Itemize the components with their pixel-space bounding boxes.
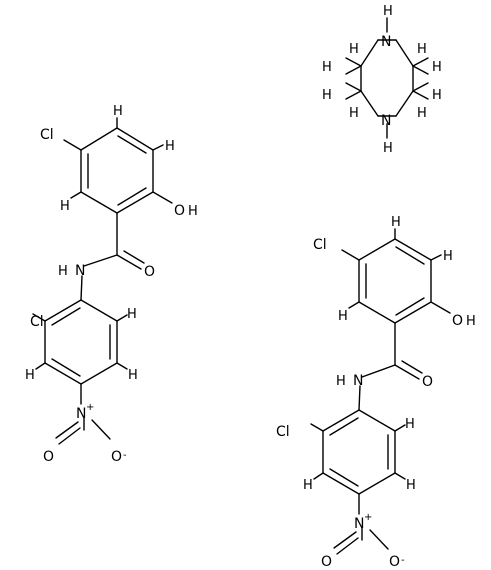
- chlorine-label: Cl: [276, 424, 290, 440]
- hydrogen-label: H: [303, 478, 313, 493]
- hydrogen-label: H: [383, 141, 393, 156]
- chlorine-label: Cl: [40, 127, 54, 143]
- hydrogen-label: H: [349, 106, 359, 121]
- hydrogen-label: H: [417, 106, 427, 121]
- positive-charge-label: +: [364, 512, 372, 523]
- salicyl-ring-2: [358, 238, 432, 324]
- nitroaniline-ring-1: [44, 299, 118, 385]
- negative-charge-label: -: [123, 450, 127, 461]
- hydrogen-label: H: [127, 307, 137, 322]
- hydrogen-label: H: [406, 478, 416, 493]
- carbonyl-oxygen-label: O: [144, 264, 155, 280]
- hydrogen-label: H: [165, 139, 175, 154]
- amide-nitrogen-label: N: [75, 263, 85, 279]
- hydrogen-label: H: [432, 60, 442, 75]
- piperazine-molecule: H H H N H H H H N H H H: [322, 4, 442, 156]
- hydrogen-label: H: [60, 199, 70, 214]
- hydrogen-label: H: [391, 215, 401, 230]
- hydrogen-label: H: [417, 42, 427, 57]
- hydroxyl-label: O: [174, 203, 185, 219]
- hydrogen-label: H: [128, 368, 138, 383]
- carbonyl-oxygen-label: O: [422, 374, 433, 390]
- nitro-nitrogen-label: N: [76, 406, 86, 422]
- nitro-oxide-label: O: [389, 554, 400, 570]
- hydrogen-label: H: [405, 417, 415, 432]
- hydrogen-label: H: [443, 249, 453, 264]
- negative-charge-label: -: [401, 555, 405, 566]
- niclosamide-molecule-1: H H Cl H O H O H N Cl H H H N + O O -: [25, 104, 198, 465]
- piperazine-nitrogen-label: N: [381, 34, 391, 50]
- amide-nitrogen-label: N: [353, 373, 363, 389]
- hydrogen-label: H: [188, 204, 198, 219]
- hydrogen-label: H: [349, 42, 359, 57]
- niclosamide-molecule-2: H H Cl H O H O H N Cl H H H N + O O -: [276, 215, 476, 570]
- hydrogen-label: H: [432, 88, 442, 103]
- piperazine-nitrogen-label: N: [381, 113, 391, 129]
- hydrogen-label: H: [383, 4, 393, 19]
- hydroxyl-label: O: [452, 313, 463, 329]
- hydrogen-label: H: [336, 374, 346, 389]
- positive-charge-label: +: [86, 402, 94, 413]
- hydrogen-label: H: [25, 368, 35, 383]
- nitro-oxide-label: O: [111, 449, 122, 465]
- hydrogen-label: H: [338, 309, 348, 324]
- hydrogen-label: H: [322, 60, 332, 75]
- hydrogen-label: H: [466, 314, 476, 329]
- chlorine-label: Cl: [30, 314, 44, 330]
- nitro-oxygen-label: O: [321, 554, 332, 570]
- hydrogen-label: H: [113, 104, 123, 119]
- chlorine-label: Cl: [313, 237, 327, 253]
- nitro-nitrogen-label: N: [354, 516, 364, 532]
- nitroaniline-ring-2: [322, 409, 396, 495]
- hydrogen-label: H: [58, 264, 68, 279]
- nitro-oxygen-label: O: [43, 449, 54, 465]
- salicyl-ring-1: [80, 127, 154, 214]
- hydrogen-label: H: [322, 88, 332, 103]
